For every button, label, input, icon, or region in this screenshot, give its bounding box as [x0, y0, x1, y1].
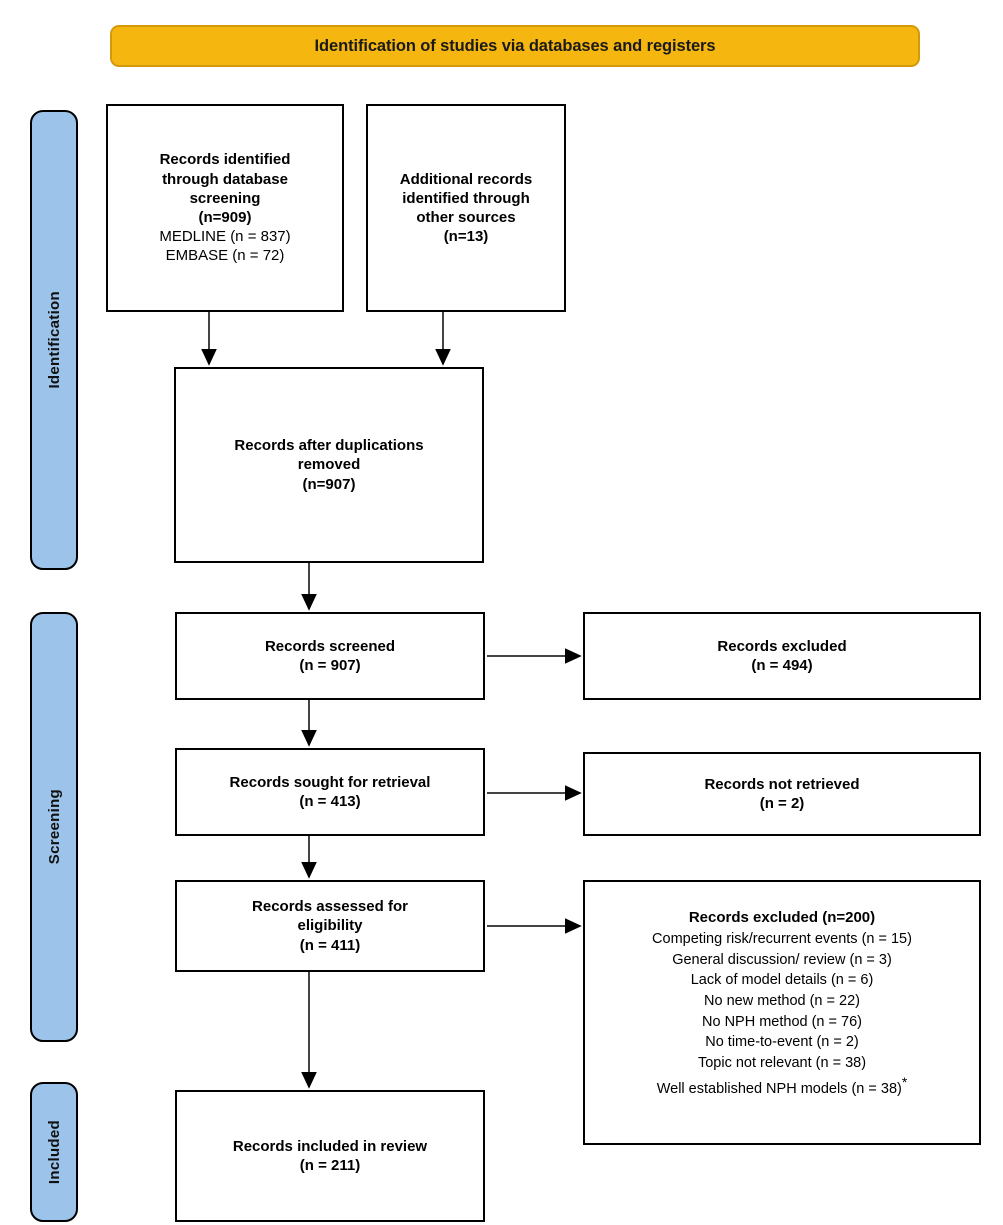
box-line: Records excluded [717, 637, 847, 655]
banner-identification-header: Identification of studies via databases … [110, 25, 920, 67]
box-line: (n = 2) [759, 795, 805, 812]
box-line: (n = 211) [299, 1157, 361, 1174]
box-line: Additional records [399, 170, 533, 188]
box-line: MEDLINE (n = 837) [159, 228, 291, 246]
box-records-not-retrieved: Records not retrieved (n = 2) [583, 752, 981, 836]
box-additional-records-other-sources: Additional records identified through ot… [366, 104, 566, 312]
excluded-reason-item: Topic not relevant (n = 38) [697, 1054, 867, 1071]
box-records-after-duplications-removed: Records after duplications removed (n=90… [174, 367, 484, 563]
box-line: Records not retrieved [704, 775, 860, 793]
phase-label-screening: Screening [45, 789, 63, 865]
box-line: Records screened [264, 637, 396, 655]
excluded-reason-item-footnoted: Well established NPH models (n = 38)* [593, 1073, 971, 1099]
box-line: (n = 494) [751, 657, 813, 674]
box-records-screened: Records screened (n = 907) [175, 612, 485, 700]
box-records-excluded-screening: Records excluded (n = 494) [583, 612, 981, 700]
banner-title: Identification of studies via databases … [314, 36, 716, 55]
phase-band-included: Included [30, 1082, 78, 1222]
box-line: identified through [402, 189, 530, 207]
excluded-reason-item: No NPH method (n = 76) [702, 1013, 862, 1030]
box-line: Records after duplications [234, 437, 424, 455]
box-line: Records identified [159, 151, 291, 169]
footnote-asterisk: * [901, 1074, 908, 1091]
box-line: (n = 411) [299, 936, 361, 954]
box-line: Records assessed for [252, 898, 408, 916]
box-line: Records included in review [232, 1137, 428, 1155]
box-line: Records sought for retrieval [229, 773, 431, 791]
excluded-reason-item: No time-to-event (n = 2) [705, 1034, 859, 1051]
phase-label-identification: Identification [45, 291, 63, 389]
box-records-included-in-review: Records included in review (n = 211) [175, 1090, 485, 1222]
excluded-reason-item: Competing risk/recurrent events (n = 15) [652, 931, 912, 948]
excluded-reason-item: General discussion/ review (n = 3) [672, 951, 892, 968]
box-line: EMBASE (n = 72) [165, 247, 285, 265]
box-line: eligibility [297, 917, 363, 935]
phase-band-screening: Screening [30, 612, 78, 1042]
box-records-identified-database: Records identified through database scre… [106, 104, 344, 312]
phase-label-included: Included [45, 1119, 63, 1185]
box-line: removed [297, 456, 361, 474]
box-line: (n=909) [198, 209, 252, 226]
box-line: (n = 907) [299, 657, 361, 674]
box-records-sought-for-retrieval: Records sought for retrieval (n = 413) [175, 748, 485, 836]
box-records-assessed-for-eligibility: Records assessed for eligibility (n = 41… [175, 880, 485, 972]
box-records-excluded-eligibility: Records excluded (n=200) Competing risk/… [583, 880, 981, 1145]
box-line: screening [189, 189, 261, 207]
box-line: (n=907) [302, 475, 356, 493]
box-line: (n = 413) [299, 793, 361, 810]
excluded-reason-text: Well established NPH models (n = 38) [656, 1081, 902, 1098]
excluded-reasons-title: Records excluded (n=200) [688, 909, 876, 926]
box-line: through database [162, 170, 288, 188]
excluded-reason-item: No new method (n = 22) [704, 992, 860, 1009]
excluded-reason-item: Lack of model details (n = 6) [690, 972, 874, 989]
box-line: other sources [416, 209, 516, 226]
phase-band-identification: Identification [30, 110, 78, 570]
box-line: (n=13) [443, 228, 489, 246]
